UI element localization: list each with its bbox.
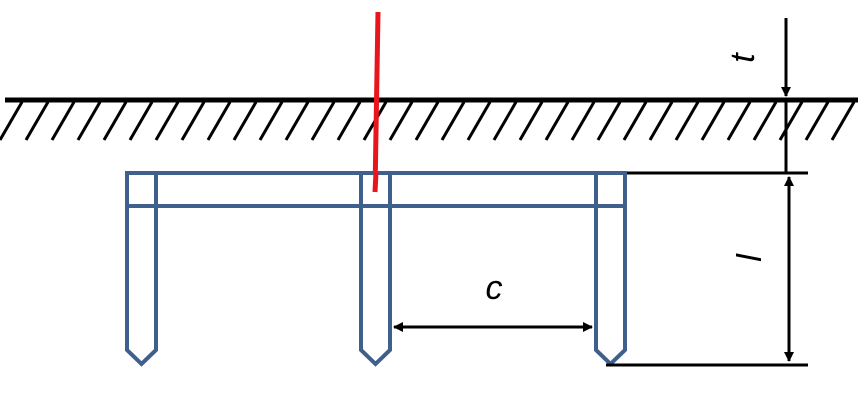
hatch-line [258, 101, 284, 141]
hatch-line [232, 101, 258, 141]
hatch-line [752, 101, 778, 141]
red-conductor [372, 11, 381, 193]
hatch-line [622, 101, 648, 141]
hatch-line [804, 101, 830, 141]
hatch-line [284, 101, 310, 141]
ground-hatching [0, 101, 856, 141]
dimension-length [606, 171, 808, 367]
vertical-electrodes [125, 171, 627, 367]
electrode-right [594, 171, 627, 367]
hatch-line [0, 101, 24, 141]
hatch-line [492, 101, 518, 141]
electrode-middle [359, 171, 392, 367]
hatch-line [544, 101, 570, 141]
red-conductor-tip [372, 171, 379, 193]
hatch-line [154, 101, 180, 141]
electrode-left [125, 171, 158, 367]
hatch-line [128, 101, 154, 141]
length-label: l [731, 253, 769, 262]
hatch-line [700, 101, 726, 141]
hatch-line [648, 101, 674, 141]
hatch-line [310, 101, 336, 141]
hatch-line [50, 101, 76, 141]
depth-label: t [724, 52, 762, 63]
hatch-line [388, 101, 414, 141]
hatch-line [466, 101, 492, 141]
hatch-line [76, 101, 102, 141]
hatch-line [596, 101, 622, 141]
hatch-line [518, 101, 544, 141]
hatch-line [102, 101, 128, 141]
hatch-line [24, 101, 50, 141]
hatch-line [778, 101, 804, 141]
hatch-line [570, 101, 596, 141]
hatch-line [206, 101, 232, 141]
hatch-line [674, 101, 700, 141]
hatch-line [830, 101, 856, 141]
hatch-line [726, 101, 752, 141]
hatch-line [180, 101, 206, 141]
hatch-line [336, 101, 362, 141]
spacing-label: c [486, 269, 503, 307]
hatch-line [440, 101, 466, 141]
hatch-line [414, 101, 440, 141]
ground-surface [0, 97, 858, 141]
